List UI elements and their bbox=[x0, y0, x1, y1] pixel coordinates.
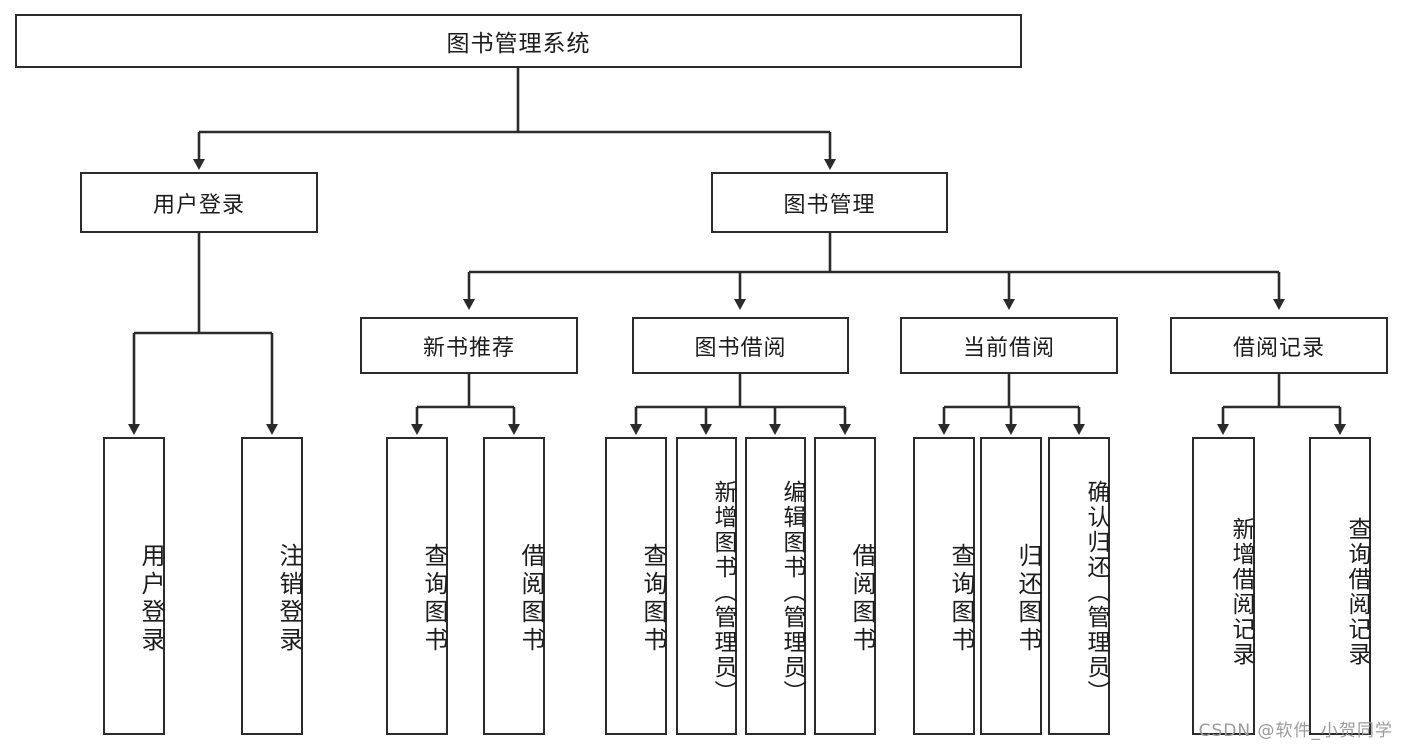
node-label: 查询图书 bbox=[947, 543, 975, 655]
node-label: 当前借阅 bbox=[962, 335, 1055, 361]
node-borrow-records[interactable]: 借阅记录 bbox=[1170, 317, 1388, 374]
leaf-return-book[interactable]: 归还图书 bbox=[980, 437, 1042, 735]
node-label: 归还图书 bbox=[1014, 543, 1042, 655]
node-label: 新书推荐 bbox=[422, 335, 515, 361]
leaf-query-book-current[interactable]: 查询图书 bbox=[913, 437, 975, 735]
node-book-borrow[interactable]: 图书借阅 bbox=[632, 317, 849, 374]
node-label: 查询图书 bbox=[639, 543, 667, 655]
node-label: 用户登录 bbox=[152, 192, 245, 218]
node-new-book-recommend[interactable]: 新书推荐 bbox=[360, 317, 578, 374]
leaf-query-book-recommend[interactable]: 查询图书 bbox=[386, 437, 448, 735]
node-book-management[interactable]: 图书管理 bbox=[711, 172, 948, 233]
leaf-edit-book-admin[interactable]: 编辑图书（管理员） bbox=[745, 437, 806, 735]
leaf-borrow-book[interactable]: 借阅图书 bbox=[814, 437, 876, 735]
node-label: 借阅图书 bbox=[517, 543, 545, 655]
node-label: 查询借阅记录 bbox=[1344, 517, 1370, 667]
node-label: 确认归还（管理员） bbox=[1083, 479, 1109, 705]
leaf-user-login[interactable]: 用户登录 bbox=[103, 437, 165, 735]
watermark-text: CSDN @软件_小贺同学 bbox=[1198, 721, 1393, 741]
node-label: 新增图书（管理员） bbox=[710, 479, 736, 705]
node-label: 用户登录 bbox=[137, 543, 165, 655]
node-label: 编辑图书（管理员） bbox=[779, 479, 805, 705]
node-label: 借阅记录 bbox=[1232, 335, 1325, 361]
node-label: 查询图书 bbox=[420, 543, 448, 655]
leaf-borrow-book-recommend[interactable]: 借阅图书 bbox=[483, 437, 545, 735]
node-current-borrow[interactable]: 当前借阅 bbox=[900, 317, 1118, 374]
leaf-query-borrow-record[interactable]: 查询借阅记录 bbox=[1309, 437, 1371, 735]
leaf-confirm-return-admin[interactable]: 确认归还（管理员） bbox=[1048, 437, 1110, 735]
leaf-add-book-admin[interactable]: 新增图书（管理员） bbox=[676, 437, 737, 735]
node-label: 图书管理 bbox=[783, 192, 876, 218]
node-label: 借阅图书 bbox=[848, 543, 876, 655]
node-label: 注销登录 bbox=[275, 543, 303, 655]
node-label: 新增借阅记录 bbox=[1228, 517, 1254, 667]
leaf-query-book-borrow[interactable]: 查询图书 bbox=[605, 437, 667, 735]
node-user-login[interactable]: 用户登录 bbox=[80, 172, 318, 233]
leaf-add-borrow-record[interactable]: 新增借阅记录 bbox=[1192, 437, 1255, 735]
leaf-logout[interactable]: 注销登录 bbox=[241, 437, 303, 735]
node-label: 图书借阅 bbox=[694, 335, 787, 361]
node-label: 图书管理系统 bbox=[446, 31, 591, 57]
node-root-book-management-system[interactable]: 图书管理系统 bbox=[15, 14, 1022, 68]
